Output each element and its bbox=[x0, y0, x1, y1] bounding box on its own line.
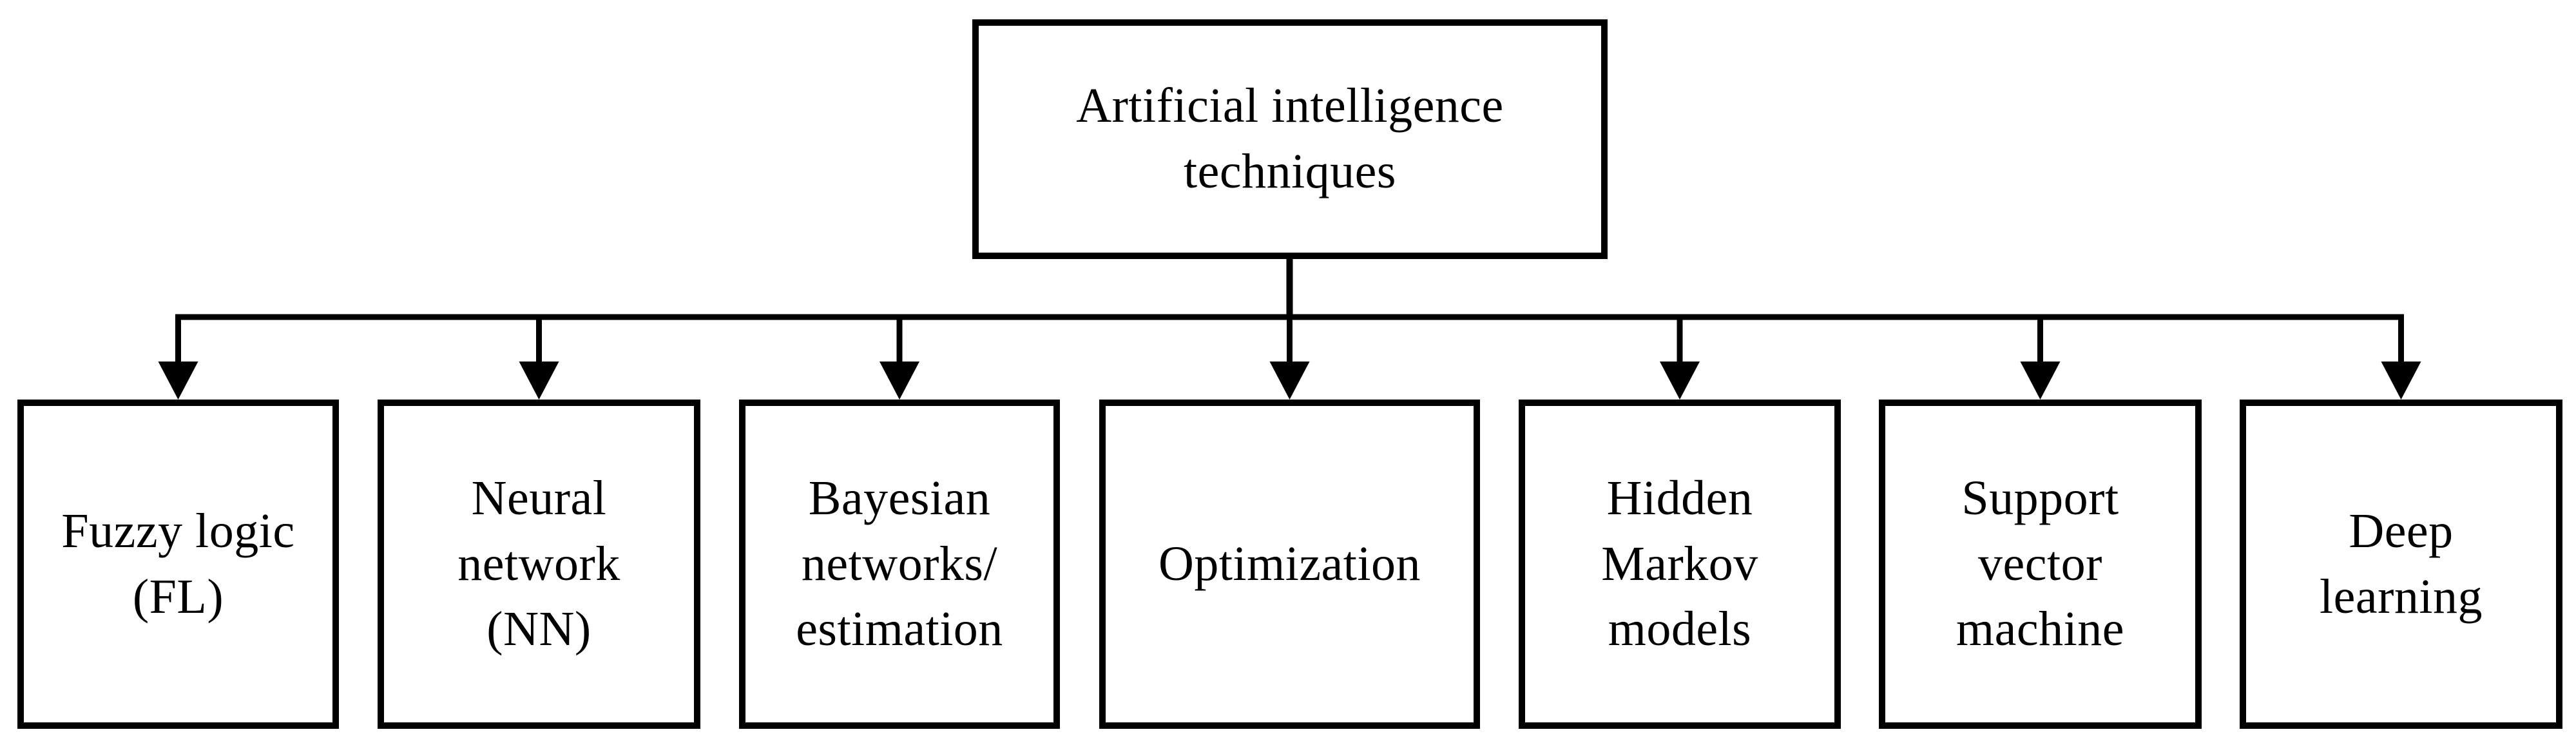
arrowhead-icon bbox=[1660, 362, 1700, 400]
drop-connector-neural-network bbox=[519, 314, 559, 400]
node-deep-learning: Deep learning bbox=[2240, 400, 2562, 729]
node-label: Neural network (NN) bbox=[457, 470, 620, 657]
node-fuzzy-logic: Fuzzy logic (FL) bbox=[17, 400, 339, 729]
node-artificial-intelligence-techniques: Artificial intelligence techniques bbox=[972, 19, 1608, 259]
arrowhead-icon bbox=[2020, 362, 2061, 400]
node-label: Hidden Markov models bbox=[1601, 470, 1758, 657]
node-label: Artificial intelligence techniques bbox=[1076, 79, 1504, 198]
drop-connector-bayesian-networks bbox=[879, 314, 919, 400]
node-optimization: Optimization bbox=[1099, 400, 1480, 729]
drop-connector-optimization bbox=[1269, 314, 1310, 400]
drop-connector-fuzzy-logic bbox=[158, 314, 198, 400]
node-label: Optimization bbox=[1158, 536, 1421, 591]
node-support-vector-machine: Support vector machine bbox=[1879, 400, 2202, 729]
node-bayesian-networks-estimation: Bayesian networks/ estimation bbox=[739, 400, 1060, 729]
drop-connector-hidden-markov-models bbox=[1660, 314, 1700, 400]
arrowhead-icon bbox=[158, 362, 198, 400]
arrowhead-icon bbox=[2381, 362, 2421, 400]
arrowhead-icon bbox=[519, 362, 559, 400]
arrowhead-icon bbox=[1269, 362, 1310, 400]
node-label: Support vector machine bbox=[1956, 470, 2124, 657]
node-label: Deep learning bbox=[2319, 503, 2483, 624]
drop-connector-support-vector-machine bbox=[2020, 314, 2061, 400]
arrowhead-icon bbox=[879, 362, 919, 400]
node-neural-network: Neural network (NN) bbox=[378, 400, 700, 729]
node-hidden-markov-models: Hidden Markov models bbox=[1519, 400, 1841, 729]
node-label: Fuzzy logic (FL) bbox=[61, 503, 295, 624]
drop-connector-deep-learning bbox=[2381, 314, 2421, 400]
node-label: Bayesian networks/ estimation bbox=[796, 470, 1003, 657]
